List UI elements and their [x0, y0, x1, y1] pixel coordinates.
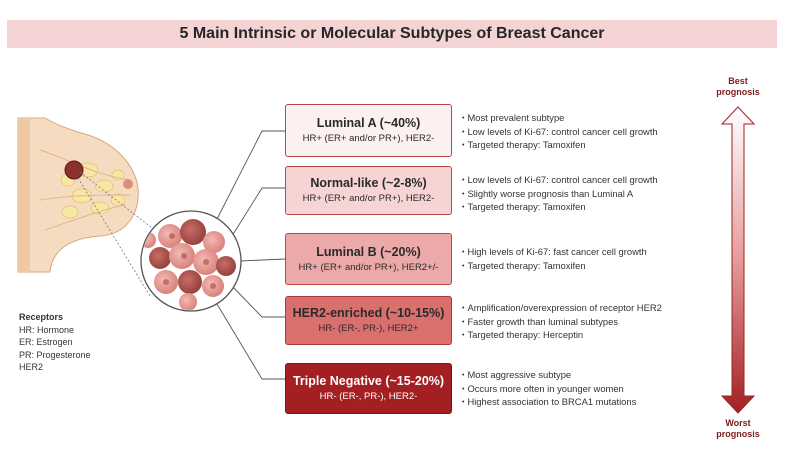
luminal-a-bullets: Most prevalent subtype Low levels of Ki-…	[462, 112, 658, 153]
receptors-legend: Receptors HR: Hormone ER: Estrogen PR: P…	[19, 311, 91, 374]
bullet-item: Most prevalent subtype	[462, 112, 658, 126]
subtype-receptors: HR+ (ER+ and/or PR+), HER2-	[302, 133, 435, 144]
her2-enriched-bullets: Amplification/overexpression of receptor…	[462, 302, 662, 343]
subtype-receptors: HR- (ER-, PR-), HER2-	[319, 391, 418, 402]
connector-lines	[216, 130, 286, 380]
bullet-item: Faster growth than luminal subtypes	[462, 316, 662, 330]
receptors-heading: Receptors	[19, 312, 64, 322]
subtype-name: HER2-enriched (~10-15%)	[292, 306, 445, 320]
subtype-box-normal-like: Normal-like (~2-8%) HR+ (ER+ and/or PR+)…	[285, 166, 452, 215]
tumor-icon	[64, 160, 84, 180]
bullet-item: Slightly worse prognosis than Luminal A	[462, 188, 658, 202]
bullet-item: Targeted therapy: Tamoxifen	[462, 201, 658, 215]
subtype-box-triple-negative: Triple Negative (~15-20%) HR- (ER-, PR-)…	[285, 363, 452, 414]
title-banner: 5 Main Intrinsic or Molecular Subtypes o…	[7, 20, 777, 48]
bullet-item: Targeted therapy: Herceptin	[462, 329, 662, 343]
receptor-item: PR: Progesterone	[19, 349, 91, 360]
worst-prognosis-label: Worst prognosis	[716, 418, 760, 439]
subtype-receptors: HR+ (ER+ and/or PR+), HER2+/-	[298, 261, 439, 273]
subtype-name: Normal-like (~2-8%)	[310, 176, 427, 190]
bullet-item: Occurs more often in younger women	[462, 383, 636, 397]
luminal-b-bullets: High levels of Ki-67: fast cancer cell g…	[462, 246, 647, 274]
bullet-item: Targeted therapy: Tamoxifen	[462, 139, 658, 153]
bullet-item: Amplification/overexpression of receptor…	[462, 302, 661, 316]
triple-negative-bullets: Most aggressive subtype Occurs more ofte…	[462, 369, 636, 410]
subtype-box-luminal-b: Luminal B (~20%) HR+ (ER+ and/or PR+), H…	[285, 233, 452, 285]
bullet-item: High levels of Ki-67: fast cancer cell g…	[462, 246, 646, 260]
tumor-cells-magnified	[140, 210, 242, 312]
bullet-item: Highest association to BRCA1 mutations	[462, 396, 636, 410]
subtype-box-her2-enriched: HER2-enriched (~10-15%) HR- (ER-, PR-), …	[285, 296, 452, 345]
page-title: 5 Main Intrinsic or Molecular Subtypes o…	[179, 25, 605, 42]
bullet-item: Most aggressive subtype	[462, 369, 636, 383]
breast-illustration	[17, 117, 139, 273]
best-prognosis-label: Best prognosis	[716, 76, 760, 97]
bullet-item: Low levels of Ki-67: control cancer cell…	[462, 126, 657, 140]
subtype-box-luminal-a: Luminal A (~40%) HR+ (ER+ and/or PR+), H…	[285, 104, 452, 157]
normal-like-bullets: Low levels of Ki-67: control cancer cell…	[462, 174, 658, 215]
bullet-item: Targeted therapy: Tamoxifen	[462, 260, 647, 274]
bullet-item: Low levels of Ki-67: control cancer cell…	[462, 174, 657, 188]
subtype-receptors: HR+ (ER+ and/or PR+), HER2-	[302, 193, 435, 204]
receptor-item: HR: Hormone	[19, 324, 75, 335]
receptor-item: ER: Estrogen	[19, 337, 73, 347]
subtype-name: Luminal B (~20%)	[316, 244, 421, 259]
subtype-name: Luminal A (~40%)	[316, 116, 421, 130]
subtype-name: Triple Negative (~15-20%)	[292, 374, 445, 388]
subtype-receptors: HR- (ER-, PR-), HER2+	[318, 323, 419, 334]
receptor-item: HER2	[19, 362, 44, 372]
prognosis-arrow-icon	[720, 106, 756, 414]
